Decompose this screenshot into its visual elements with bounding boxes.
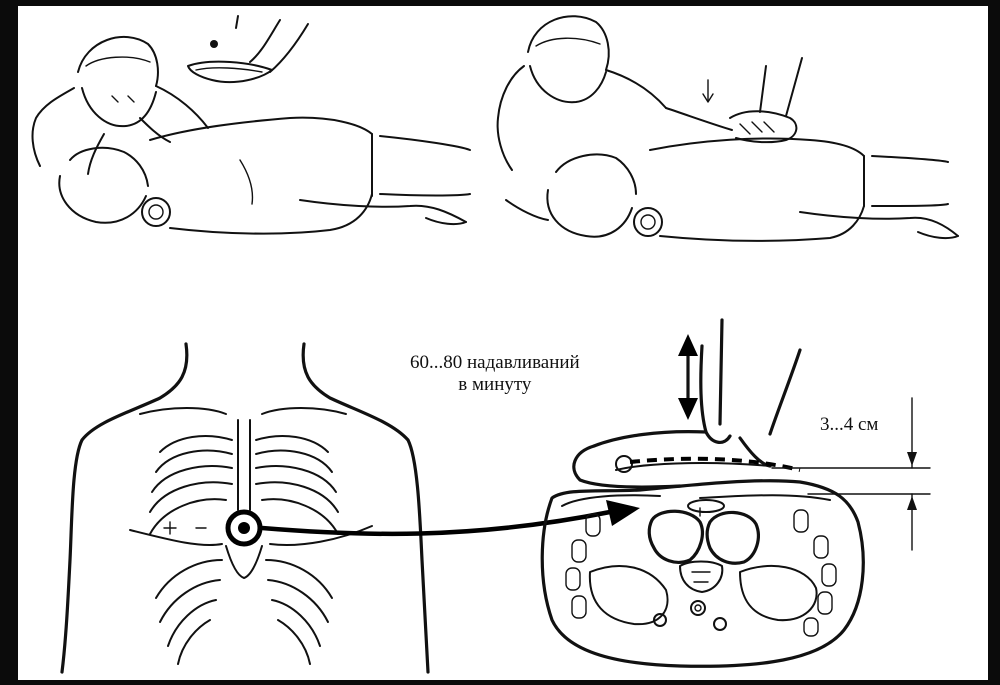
sternum: [238, 420, 250, 510]
rescuer-figure-left: [33, 37, 208, 174]
compression-rate-line2: в минуту: [410, 374, 580, 396]
xiphoid-process: [226, 546, 262, 578]
ribs-left: [150, 436, 232, 664]
pointer-arrow: [262, 512, 610, 534]
compression-point-center: [238, 522, 250, 534]
lung-right-section: [740, 566, 817, 620]
compression-depth-label: 3...4 см: [820, 414, 878, 436]
ribs-right: [256, 436, 338, 664]
clavicle-right: [262, 408, 346, 414]
costal-margin-left: [130, 530, 222, 545]
rescue-breathing-scene: [33, 16, 470, 234]
pointer-arrow-head-icon: [606, 500, 640, 526]
chest-cross-section: [542, 320, 863, 666]
compression-rate-line1: 60...80 надавливаний: [410, 352, 580, 374]
rescuer-figure-right: [498, 16, 802, 170]
dot-marker: [210, 40, 218, 48]
rate-double-arrow-icon: [678, 334, 698, 420]
tick-mark: [164, 522, 176, 534]
torso-ribcage-diagram: [62, 344, 428, 672]
torso-outline-left: [62, 344, 187, 672]
spine-section: [680, 562, 722, 593]
patient-figure-left: [59, 118, 470, 234]
heart-section: [649, 511, 758, 563]
clavicle-left: [140, 408, 226, 414]
vessel-section: [714, 618, 726, 630]
aorta-section: [691, 601, 705, 615]
napkin-in-hand: [188, 16, 308, 82]
chest-compression-scene: [498, 16, 958, 241]
compression-rate-label: 60...80 надавливаний в минуту: [410, 352, 580, 396]
patient-figure-right: [506, 138, 958, 240]
sternum-section: [688, 500, 724, 512]
